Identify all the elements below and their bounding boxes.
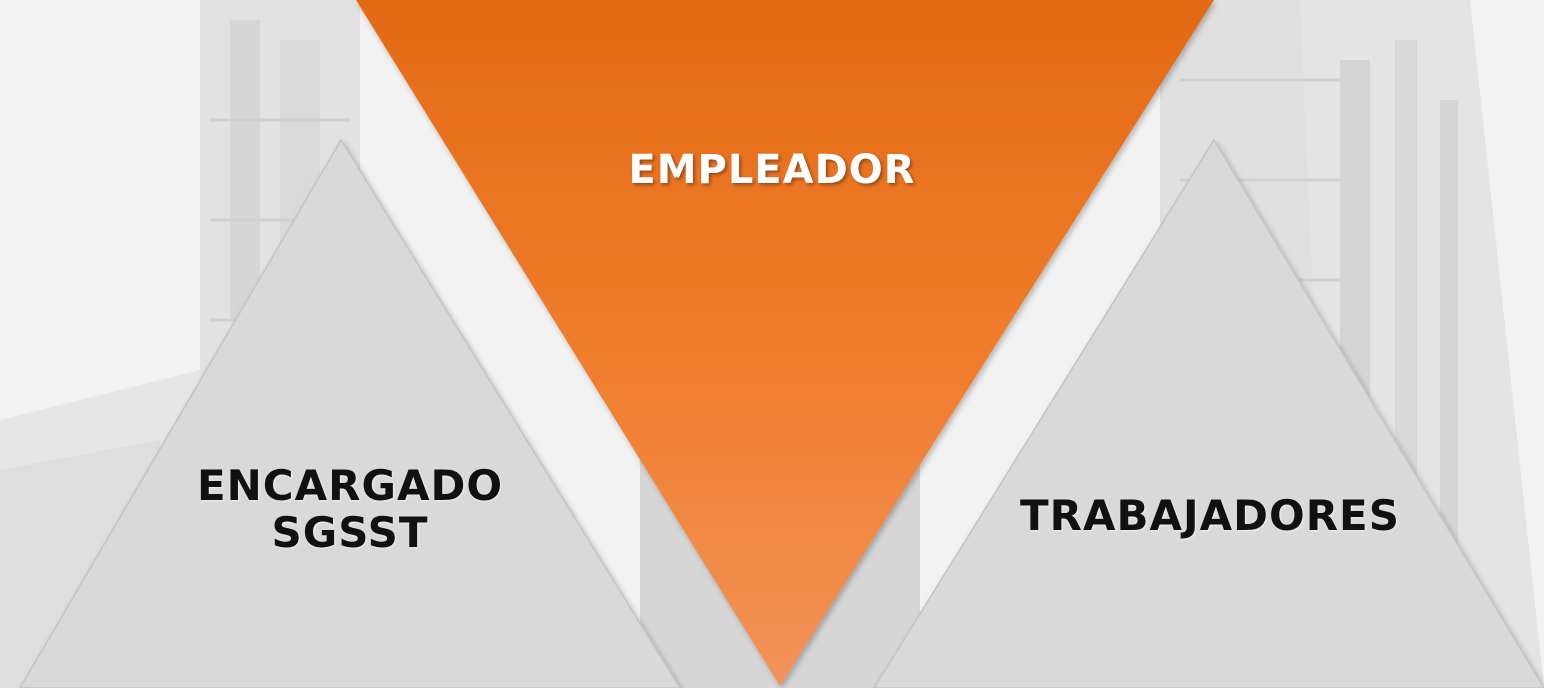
encargado-sgsst-label: ENCARGADO SGSST (140, 462, 560, 556)
empleador-label: EMPLEADOR (628, 147, 916, 193)
top-inverted-triangle (356, 0, 1214, 686)
encargado-label-line1: ENCARGADO (196, 461, 504, 510)
trabajadores-label: TRABAJADORES (1020, 491, 1400, 540)
encargado-label-line2: SGSST (271, 508, 429, 558)
left-triangle (19, 138, 681, 688)
right-triangle (873, 138, 1544, 688)
